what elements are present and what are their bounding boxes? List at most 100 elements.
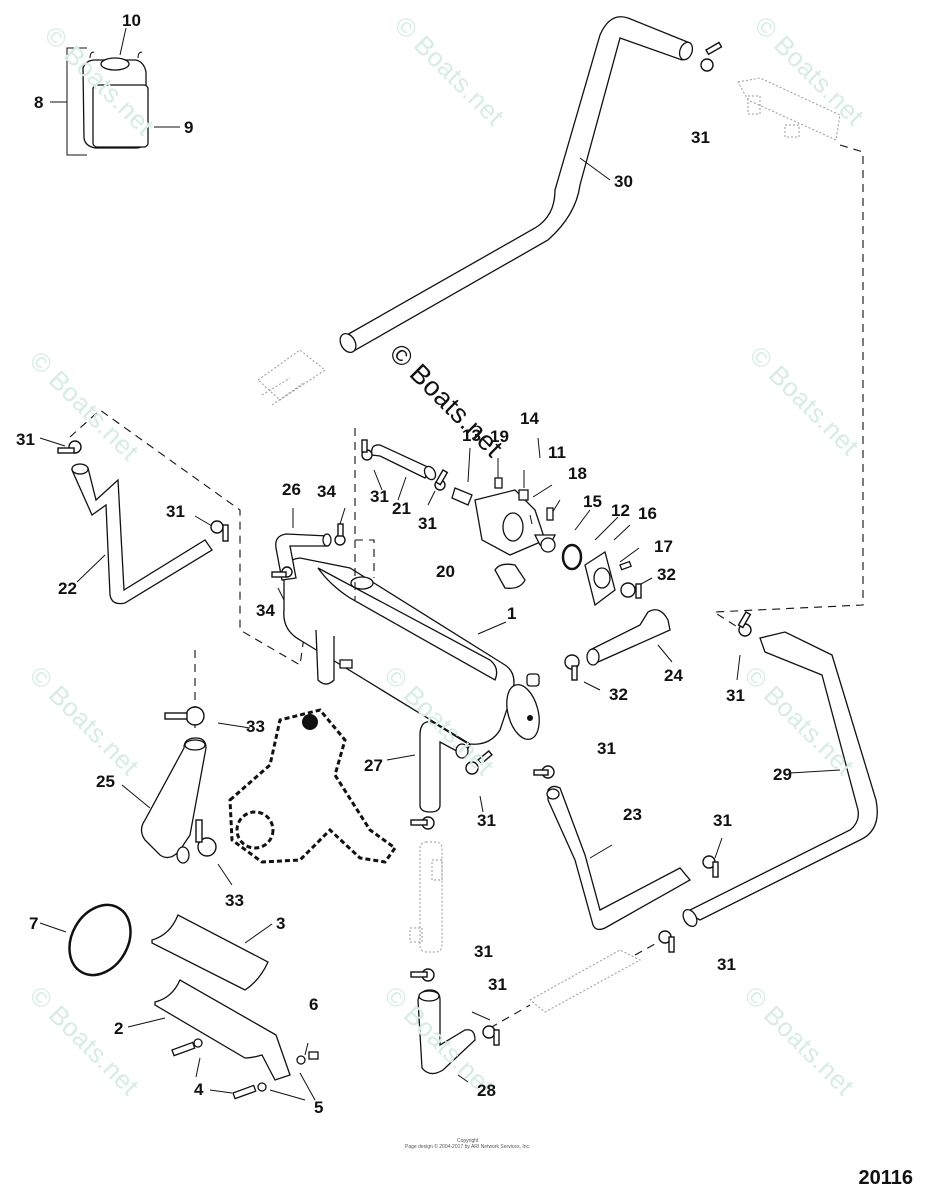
callout-31[interactable]: 31 <box>370 487 389 506</box>
copyright-notice: Copyright Page design © 2004-2017 by ARI… <box>405 1138 530 1150</box>
callout-31[interactable]: 31 <box>474 942 493 961</box>
clamp[interactable] <box>564 654 580 681</box>
callout-26[interactable]: 26 <box>282 480 301 499</box>
washer[interactable] <box>296 1055 306 1065</box>
callout-31[interactable]: 31 <box>717 955 736 974</box>
callout-11[interactable]: 11 <box>548 443 566 462</box>
hose-22[interactable] <box>71 467 213 605</box>
callout-16[interactable]: 16 <box>638 504 657 523</box>
clamp[interactable] <box>702 855 719 878</box>
clamp[interactable] <box>620 582 642 599</box>
water-pump[interactable] <box>228 708 398 864</box>
callout-31[interactable]: 31 <box>597 739 616 758</box>
callout-15[interactable]: 15 <box>583 492 602 511</box>
callout-6[interactable]: 6 <box>309 995 319 1014</box>
callout-23[interactable]: 23 <box>623 805 642 824</box>
routing-line-left <box>69 409 306 666</box>
callout-32[interactable]: 32 <box>657 565 676 584</box>
callout-30[interactable]: 30 <box>614 172 633 191</box>
ghost-fitting-upper-left <box>257 349 326 406</box>
callout-2[interactable]: 2 <box>114 1019 124 1038</box>
callout-31[interactable]: 31 <box>488 975 507 994</box>
callout-5[interactable]: 5 <box>314 1098 324 1117</box>
clamp[interactable] <box>334 523 346 546</box>
ghost-cooler <box>409 841 443 953</box>
callout-31[interactable]: 31 <box>477 811 496 830</box>
clamp[interactable] <box>361 439 373 461</box>
callout-24[interactable]: 24 <box>664 666 683 685</box>
callout-31[interactable]: 31 <box>691 128 710 147</box>
screw[interactable] <box>232 1084 257 1100</box>
clamp[interactable] <box>210 520 229 542</box>
hose-clamps <box>57 41 752 1046</box>
callout-13[interactable]: 13 <box>462 426 481 445</box>
callout-28[interactable]: 28 <box>477 1081 496 1100</box>
figure-number: 20116 <box>858 1167 913 1189</box>
callout-7[interactable]: 7 <box>29 914 39 933</box>
callout-31[interactable]: 31 <box>713 811 732 830</box>
callout-3[interactable]: 3 <box>276 914 286 933</box>
ghost-manifold-upper-right <box>737 77 841 141</box>
callout-31[interactable]: 31 <box>726 686 745 705</box>
hose-23[interactable] <box>547 785 691 931</box>
callout-1[interactable]: 1 <box>507 604 517 623</box>
hose-24[interactable] <box>589 609 671 663</box>
clamp[interactable] <box>57 440 82 454</box>
callout-18[interactable]: 18 <box>568 464 587 483</box>
hose-28[interactable] <box>417 989 476 1075</box>
callout-17[interactable]: 17 <box>654 537 673 556</box>
clamp[interactable] <box>271 566 293 578</box>
callout-34[interactable]: 34 <box>256 601 275 620</box>
hose-27[interactable] <box>419 721 471 813</box>
callout-20[interactable]: 20 <box>436 562 455 581</box>
clamp[interactable] <box>658 930 675 953</box>
o-ring[interactable] <box>561 543 583 571</box>
callout-22[interactable]: 22 <box>58 579 77 598</box>
washer[interactable] <box>257 1082 267 1092</box>
clamp[interactable] <box>164 706 205 726</box>
pad[interactable] <box>151 914 269 991</box>
screw[interactable] <box>171 1041 196 1057</box>
callout-25[interactable]: 25 <box>96 772 115 791</box>
callout-31[interactable]: 31 <box>166 502 185 521</box>
clamp[interactable] <box>533 765 555 779</box>
callout-32[interactable]: 32 <box>609 685 628 704</box>
callout-33[interactable]: 33 <box>246 717 265 736</box>
clamp[interactable] <box>482 1025 500 1046</box>
thermostat-housing[interactable] <box>451 487 557 556</box>
callout-29[interactable]: 29 <box>773 765 792 784</box>
hose-21[interactable] <box>371 444 431 479</box>
callout-31[interactable]: 31 <box>16 430 35 449</box>
callout-9[interactable]: 9 <box>184 118 194 137</box>
bracket[interactable] <box>154 979 291 1081</box>
clamp[interactable] <box>410 968 435 982</box>
spacer[interactable] <box>308 1051 319 1060</box>
callout-27[interactable]: 27 <box>364 756 383 775</box>
callout-34[interactable]: 34 <box>317 482 336 501</box>
washer[interactable] <box>193 1038 203 1048</box>
clamp[interactable] <box>434 469 449 491</box>
clamp[interactable] <box>465 750 493 775</box>
callout-4[interactable]: 4 <box>194 1080 204 1099</box>
callout-31[interactable]: 31 <box>418 514 437 533</box>
hose-30[interactable] <box>344 16 691 353</box>
callout-33[interactable]: 33 <box>225 891 244 910</box>
clamp[interactable] <box>737 611 752 637</box>
copyright-line: Page design © 2004-2017 by ARI Network S… <box>405 1144 531 1150</box>
callout-21[interactable]: 21 <box>392 499 411 518</box>
callout-10[interactable]: 10 <box>122 11 141 30</box>
thermostat[interactable] <box>540 537 556 553</box>
heat-exchanger[interactable] <box>283 557 545 745</box>
clamp[interactable] <box>410 816 435 830</box>
clamp[interactable] <box>195 819 217 857</box>
copyright-line: Copyright <box>457 1138 479 1144</box>
coolant-reservoir[interactable] <box>82 51 149 149</box>
clamp-strap[interactable] <box>57 894 142 986</box>
callout-12[interactable]: 12 <box>611 501 630 520</box>
clamp[interactable] <box>700 41 723 72</box>
callout-19[interactable]: 19 <box>490 427 509 446</box>
callout-8[interactable]: 8 <box>34 93 44 112</box>
gasket[interactable] <box>494 563 526 589</box>
callout-14[interactable]: 14 <box>520 409 539 428</box>
